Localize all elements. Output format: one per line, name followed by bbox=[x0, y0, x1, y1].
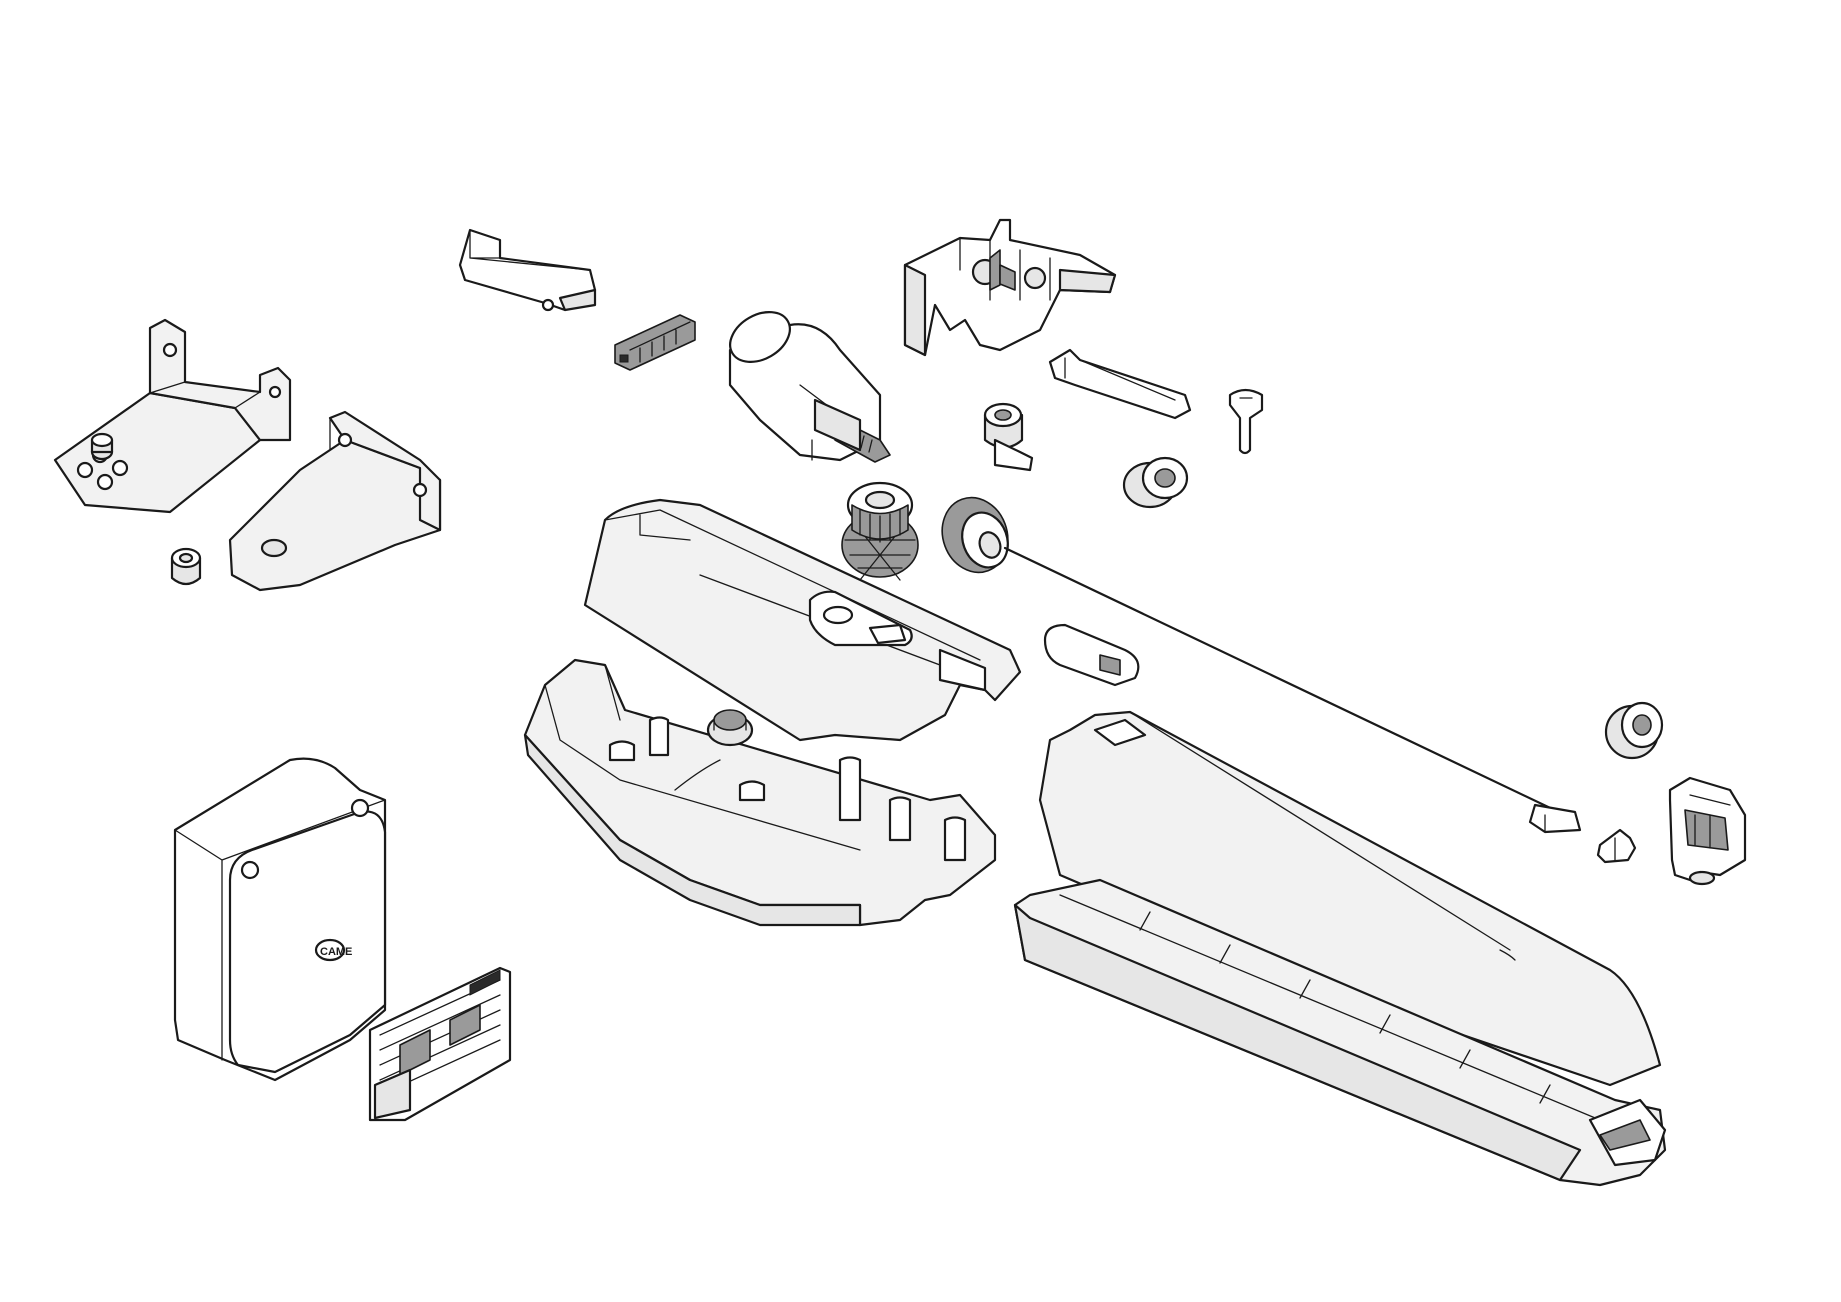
control-box: CAME bbox=[173, 757, 387, 1082]
control-board bbox=[368, 966, 512, 1122]
top-cover bbox=[583, 498, 1022, 742]
hinge-plate bbox=[228, 410, 442, 592]
logo-text: CAME bbox=[320, 946, 352, 958]
main-cover bbox=[1038, 710, 1662, 1087]
guide-arm bbox=[1048, 348, 1192, 420]
lead-screw bbox=[941, 496, 1582, 834]
ring-nut-right bbox=[1604, 701, 1664, 760]
bracket-bolt-holes bbox=[76, 432, 129, 491]
release-key bbox=[1228, 388, 1264, 455]
ring-nut-top bbox=[1122, 456, 1189, 509]
terminal-block bbox=[614, 314, 696, 371]
mounting-bracket bbox=[53, 318, 292, 514]
drive-gear bbox=[841, 481, 919, 581]
release-lever bbox=[458, 228, 597, 312]
cover-plug bbox=[1043, 623, 1140, 687]
gear-frame bbox=[903, 218, 1117, 357]
nut-carriage bbox=[1596, 828, 1637, 864]
motor bbox=[728, 311, 891, 463]
tray-ribs bbox=[1139, 911, 1551, 1104]
base-tray bbox=[1013, 878, 1667, 1187]
limit-switch-knob bbox=[706, 709, 754, 747]
base-housing bbox=[523, 658, 997, 927]
end-bracket bbox=[1668, 776, 1747, 886]
hex-nut bbox=[170, 547, 202, 586]
small-fitting bbox=[983, 402, 1034, 472]
base-housing-bosses bbox=[608, 716, 967, 862]
brand-logo bbox=[314, 938, 346, 962]
